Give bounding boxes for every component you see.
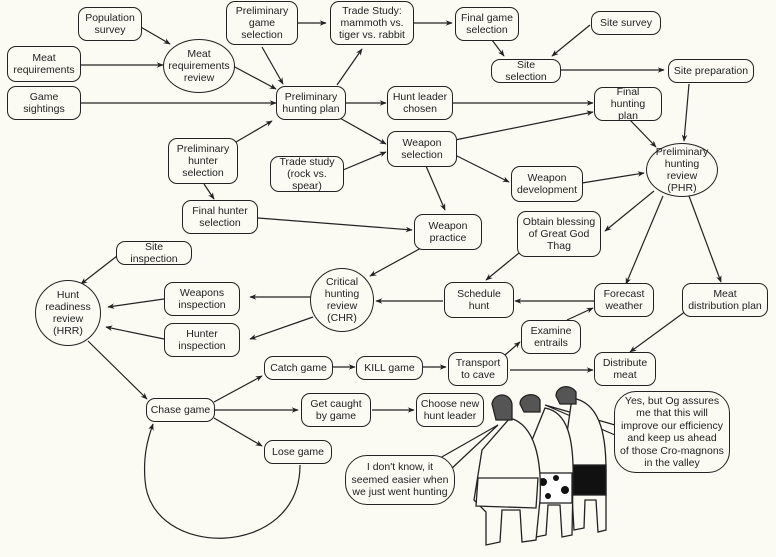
- node-weapon-practice: Weapon practice: [414, 214, 482, 250]
- node-site-survey: Site survey: [591, 11, 661, 35]
- node-final-hunting-plan: Final hunting plan: [594, 86, 662, 122]
- node-hunt-readiness-review: Hunt readiness review (HRR): [35, 280, 101, 346]
- node-schedule-hunt: Schedule hunt: [444, 282, 514, 318]
- node-catch-game: Catch game: [264, 356, 333, 380]
- edge-popsurvey-mrr: [138, 25, 171, 45]
- node-hunt-leader-chosen: Hunt leader chosen: [387, 86, 453, 120]
- node-final-game-selection: Final game selection: [455, 7, 519, 41]
- cavemen-illustration: [473, 386, 607, 546]
- edge-fhs-practice: [257, 217, 413, 233]
- node-lose-game: Lose game: [264, 440, 332, 464]
- edge-hunterinsp-hrr: [105, 325, 165, 340]
- edge-siteinsp-hrr: [80, 255, 118, 285]
- edge-weaponsinsp-hrr: [107, 298, 165, 309]
- speech-bubble-right: Yes, but Og assures me that this will im…: [614, 391, 730, 473]
- edge-hrr-chase: [87, 340, 148, 400]
- edge-chase-catch: [213, 375, 263, 403]
- node-meat-distribution-plan: Meat distribution plan: [682, 283, 768, 317]
- node-obtain-blessing: Obtain blessing of Great God Thag: [517, 211, 601, 257]
- edge-weapondev-phr: [581, 171, 645, 184]
- bubble-tail-left: [439, 424, 499, 471]
- caveman-middle-head: [519, 394, 541, 413]
- edge-phs-fhs: [203, 183, 215, 200]
- node-choose-new-hunt-leader: Choose new hunt leader: [416, 393, 484, 427]
- node-preliminary-hunter-selection: Preliminary hunter selection: [168, 138, 238, 184]
- node-hunter-inspection: Hunter inspection: [164, 323, 240, 357]
- edge-transport-entrails: [504, 341, 521, 356]
- edge-fhp-phr: [629, 119, 657, 148]
- node-distribute-meat: Distribute meat: [594, 352, 656, 386]
- edge-trade2-weaponsel: [342, 151, 387, 171]
- edge-php-weaponsel: [337, 116, 387, 145]
- node-meat-requirements: Meat requirements: [7, 46, 81, 82]
- edge-siteprep-phr: [681, 83, 690, 142]
- node-examine-entrails: Examine entrails: [521, 320, 581, 354]
- node-critical-hunting-review: Critical hunting review (CHR): [310, 268, 374, 332]
- caveman-front-loincloth: [475, 477, 539, 509]
- node-forecast-weather: Forecast weather: [594, 283, 654, 317]
- node-get-caught-by-game: Get caught by game: [301, 393, 371, 427]
- node-meat-requirements-review: Meat requirements review: [163, 39, 235, 93]
- edge-sitesurvey-sitesel: [551, 24, 591, 57]
- edge-phr-blessing: [604, 190, 655, 232]
- edge-blessing-schedule: [485, 252, 520, 281]
- node-game-sightings: Game sightings: [7, 86, 81, 120]
- node-site-preparation: Site preparation: [668, 59, 754, 83]
- caveman-front-head: [491, 394, 513, 421]
- caveman-back-loincloth: [567, 464, 607, 496]
- edge-mrr-php: [232, 65, 277, 90]
- caveman-back-head: [555, 386, 577, 405]
- edge-practice-chr: [369, 246, 424, 277]
- edge-lose-chase-loop: [143, 423, 301, 539]
- edge-chr-hunterinsp: [249, 316, 314, 340]
- edge-fgs-sitesel: [491, 39, 505, 57]
- node-final-hunter-selection: Final hunter selection: [182, 200, 258, 234]
- edge-phr-forecast: [625, 195, 664, 285]
- node-chase-game: Chase game: [146, 398, 215, 422]
- edge-weaponsel-weapondev: [454, 154, 510, 183]
- edge-weaponsel-practice: [425, 165, 446, 211]
- edge-weaponsel-fhp: [454, 110, 594, 141]
- node-weapons-inspection: Weapons inspection: [164, 282, 240, 316]
- node-weapon-selection: Weapon selection: [387, 131, 457, 167]
- node-preliminary-hunting-plan: Preliminary hunting plan: [276, 86, 346, 120]
- edge-chase-lose: [213, 417, 263, 447]
- node-trade-study-game: Trade Study: mammoth vs. tiger vs. rabbi…: [330, 1, 414, 45]
- node-site-selection: Site selection: [491, 59, 561, 83]
- node-weapon-development: Weapon development: [511, 166, 583, 202]
- edge-meatdist-distribute: [629, 310, 687, 353]
- node-kill-game: KILL game: [356, 356, 423, 380]
- node-transport-to-cave: Transport to cave: [448, 352, 508, 386]
- speech-bubble-left: I don't know, it seemed easier when we j…: [345, 455, 455, 505]
- edge-phs-php: [235, 120, 273, 143]
- node-trade-study-weapon: Trade study (rock vs. spear): [270, 156, 344, 192]
- node-preliminary-hunting-review: Preliminary hunting review (PHR): [646, 143, 718, 197]
- node-population-survey: Population survey: [78, 7, 142, 41]
- edge-entrails-forecast: [566, 307, 594, 321]
- edge-pgs-php: [261, 46, 284, 85]
- node-preliminary-game-selection: Preliminary game selection: [226, 1, 298, 45]
- edge-phr-meatdist: [688, 195, 722, 283]
- node-site-inspection: Site inspection: [116, 241, 192, 265]
- edge-php-trade: [336, 48, 363, 86]
